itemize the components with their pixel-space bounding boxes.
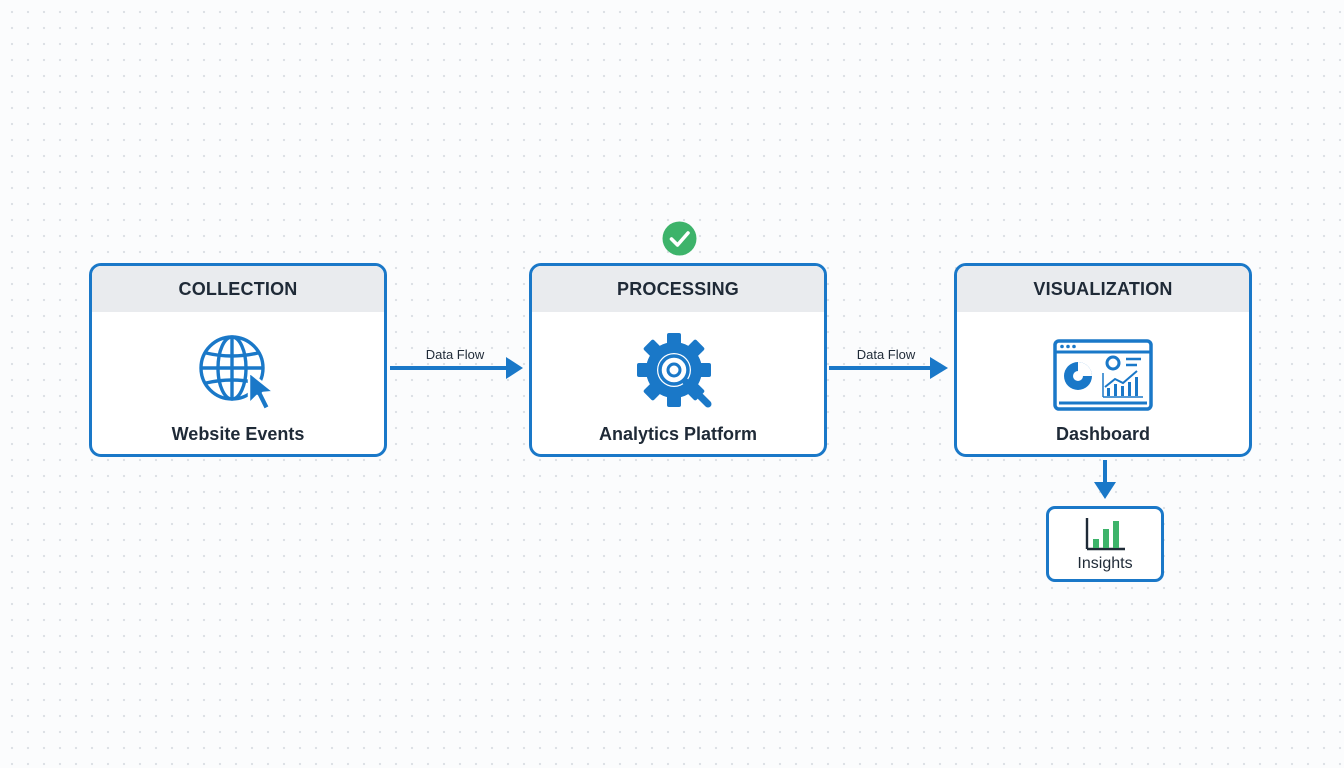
gear-magnifier-icon: [636, 332, 720, 416]
check-circle-icon: [662, 221, 697, 256]
bar-chart-icon: [1085, 518, 1125, 551]
stage-title: COLLECTION: [92, 266, 384, 312]
output-insights[interactable]: Insights: [1046, 506, 1164, 582]
stage-label: Analytics Platform: [598, 424, 758, 444]
dashboard-icon: [1053, 334, 1153, 418]
stage-body: Analytics Platform: [532, 312, 824, 454]
connector-label: Data Flow: [856, 347, 916, 362]
connector-label: Data Flow: [425, 347, 485, 362]
stage-body: Website Events: [92, 312, 384, 454]
stage-body: Dashboard: [957, 312, 1249, 454]
stage-processing[interactable]: PROCESSING: [529, 263, 827, 457]
connector-collection-processing: [390, 357, 523, 379]
connector-visualization-insights: [1094, 460, 1116, 499]
output-label: Insights: [1077, 555, 1133, 572]
stage-label: Dashboard: [1055, 424, 1151, 444]
stage-collection[interactable]: COLLECTION Website Events: [89, 263, 387, 457]
stage-visualization[interactable]: VISUALIZATION: [954, 263, 1252, 457]
stage-title: PROCESSING: [532, 266, 824, 312]
connector-processing-visualization: [829, 357, 948, 379]
stage-label: Website Events: [171, 424, 305, 444]
globe-cursor-icon: [196, 332, 280, 416]
stage-title: VISUALIZATION: [957, 266, 1249, 312]
